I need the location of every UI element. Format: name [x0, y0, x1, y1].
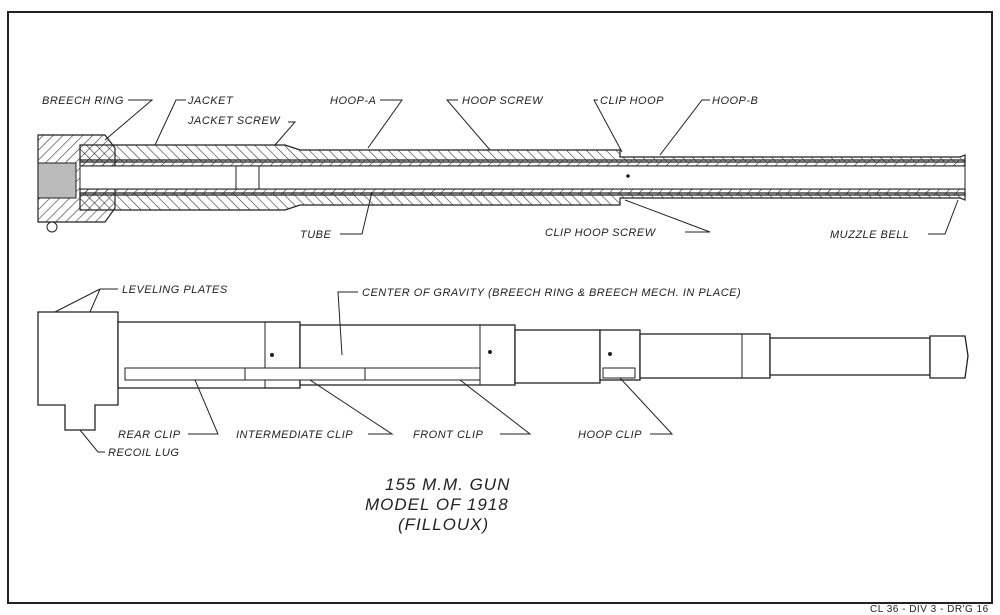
hoop-clip	[602, 367, 636, 379]
breech-thread	[37, 162, 77, 199]
label-hoop-clip: HOOP CLIP	[578, 429, 642, 441]
label-hoop-a: HOOP-A	[330, 95, 376, 107]
label-clip-hoop-screw: CLIP HOOP SCREW	[545, 227, 657, 239]
title-line-2: MODEL OF 1918	[365, 495, 509, 514]
sectional-view	[37, 134, 966, 233]
title-line-3: (FILLOUX)	[398, 515, 489, 534]
label-recoil-lug: RECOIL LUG	[108, 447, 179, 459]
front-clip	[364, 367, 481, 381]
label-clip-hoop: CLIP HOOP	[600, 95, 664, 107]
label-front-clip: FRONT CLIP	[413, 429, 484, 441]
title-line-1: 155 M.M. GUN	[385, 475, 510, 494]
label-jacket-screw: JACKET SCREW	[187, 115, 281, 127]
tube-top	[79, 159, 966, 167]
drawing-reference: CL 36 - DIV 3 - DR'G 16	[870, 604, 989, 615]
label-rear-clip: REAR CLIP	[118, 429, 181, 441]
bore	[79, 165, 966, 190]
label-leveling-plates: LEVELING PLATES	[122, 284, 228, 296]
label-center-of-gravity: CENTER OF GRAVITY (BREECH RING & BREECH …	[362, 287, 741, 299]
label-breech-ring: BREECH RING	[42, 95, 124, 107]
label-hoop-screw: HOOP SCREW	[462, 95, 544, 107]
label-tube: TUBE	[300, 229, 332, 241]
label-jacket: JACKET	[187, 95, 234, 107]
hoop-section	[514, 329, 601, 384]
exterior-view	[37, 311, 969, 431]
drawing-border	[7, 11, 993, 604]
muzzle-bell	[929, 335, 969, 379]
intermediate-clip	[244, 367, 366, 381]
label-hoop-b: HOOP-B	[712, 95, 758, 107]
breech-eye	[46, 221, 58, 233]
chase-section	[639, 333, 771, 379]
label-intermediate-clip: INTERMEDIATE CLIP	[236, 429, 353, 441]
muzzle-section	[769, 337, 931, 376]
tube-bottom	[79, 188, 966, 196]
rear-clip	[124, 367, 246, 381]
label-muzzle-bell: MUZZLE BELL	[830, 229, 909, 241]
breech-block	[37, 311, 119, 431]
jacket-hoops-bottom	[79, 192, 966, 211]
